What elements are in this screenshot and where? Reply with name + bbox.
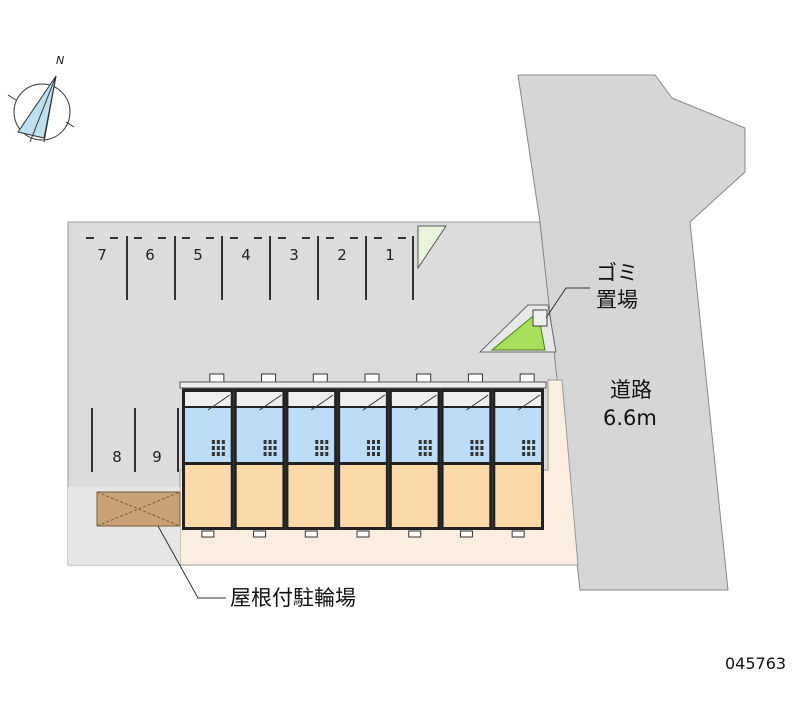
apartment-unit [492, 373, 544, 538]
apartment-unit [233, 373, 286, 538]
parking-space-number: 1 [385, 246, 395, 264]
garbage-label-line2: 置場 [596, 288, 638, 312]
apartment-unit [337, 373, 389, 538]
property-id: 045763 [725, 654, 787, 673]
road-label-line2: 6.6m [603, 406, 657, 430]
garbage-label-line1: ゴミ [596, 261, 638, 285]
road-label-line1: 道路 [610, 378, 652, 402]
parking-space-number: 2 [337, 246, 347, 264]
apartment-unit [182, 373, 234, 538]
parking-space-number: 5 [193, 246, 203, 264]
bike-shelter [96, 491, 181, 527]
parking-space-number: 7 [97, 246, 107, 264]
parking-space-number: 9 [152, 448, 162, 466]
garbage-area [490, 311, 546, 351]
bike-shelter-leader [157, 525, 226, 599]
garbage-box [532, 309, 548, 327]
bike-shelter-label: 屋根付駐輪場 [230, 586, 356, 610]
north-label: N [56, 54, 65, 67]
parking-space-number: 8 [112, 448, 122, 466]
parking-space-number: 6 [145, 246, 155, 264]
parking-space-number: 4 [241, 246, 251, 264]
apartment-unit [285, 373, 338, 538]
apartment-unit [440, 373, 493, 538]
garbage-leader [545, 287, 590, 319]
parking-space-number: 3 [289, 246, 299, 264]
compass-icon [7, 75, 75, 143]
planting-strip [417, 225, 447, 270]
apartment-unit [388, 373, 441, 538]
